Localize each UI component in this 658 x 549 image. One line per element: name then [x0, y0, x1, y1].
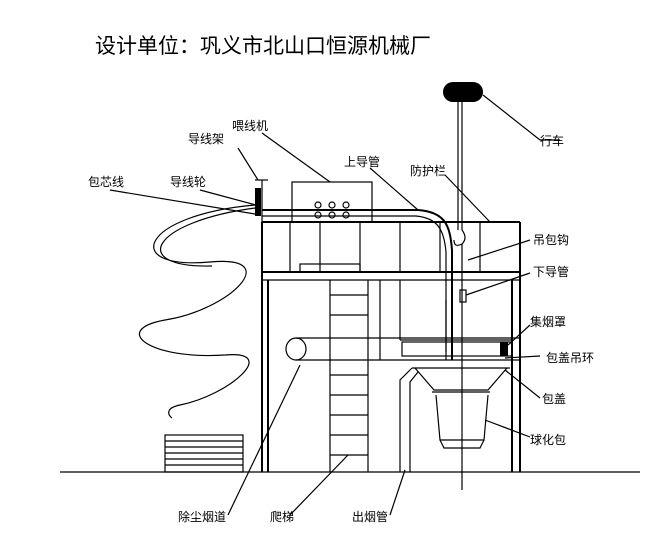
platform-frame	[261, 221, 521, 472]
label-wire-frame: 导线架	[188, 132, 224, 146]
wire-guide-frame	[255, 179, 268, 222]
label-crane: 行车	[540, 133, 564, 148]
label-cover: 包盖	[542, 392, 566, 406]
label-ladle: 球化包	[530, 433, 566, 447]
smoke-hood	[401, 341, 513, 369]
label-smoke-outlet: 出烟管	[352, 509, 388, 524]
label-ladder: 爬梯	[270, 510, 294, 524]
label-guard-rail: 防护栏	[410, 163, 446, 178]
leader-lines	[109, 94, 560, 516]
feeding-machine	[291, 181, 373, 273]
label-upper-pipe: 上导管	[344, 154, 380, 169]
wire-stack	[164, 434, 244, 473]
label-cored-wire: 包芯线	[88, 175, 124, 189]
upper-guide-pipe	[262, 209, 453, 352]
label-ladle-hook: 吊包钩	[533, 233, 569, 247]
dust-flue	[285, 337, 520, 361]
label-dust-flue: 除尘烟道	[178, 509, 226, 524]
design-unit-title: 设计单位：巩义市北山口恒源机械厂	[95, 34, 431, 58]
cored-wire-coil	[139, 204, 256, 419]
label-guide-wheel: 导线轮	[170, 175, 206, 189]
smoke-outlet-pipe	[399, 367, 419, 472]
ladle	[414, 367, 508, 449]
label-feeding-machine: 喂线机	[232, 119, 268, 133]
crane	[443, 82, 483, 246]
label-smoke-hood: 集烟罩	[530, 314, 566, 329]
ladder	[329, 280, 369, 472]
lower-guide-pipe	[445, 270, 467, 360]
label-lower-pipe: 下导管	[533, 264, 569, 279]
label-cover-ring: 包盖吊环	[546, 351, 594, 365]
